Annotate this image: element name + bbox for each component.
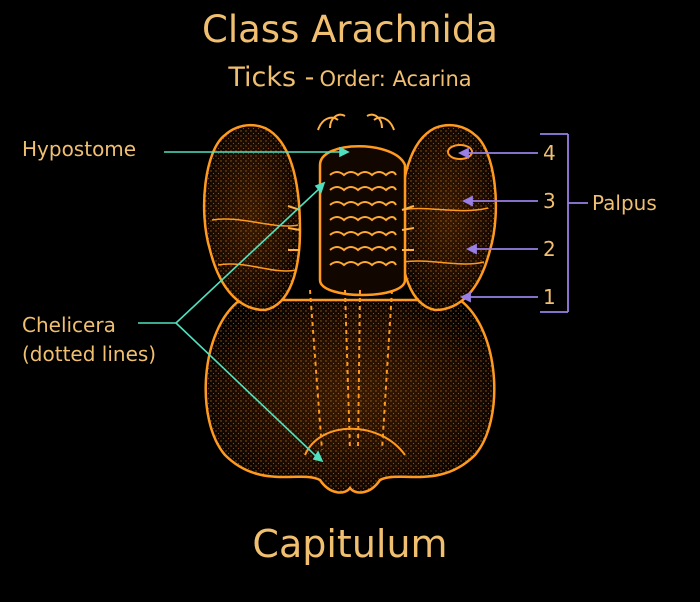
basis-capituli	[204, 298, 496, 494]
teal-leader-lines	[138, 146, 350, 463]
purple-palpus-bracket	[457, 133, 588, 313]
palpus-segment-3: 3	[543, 189, 556, 213]
label-palpus: Palpus	[592, 191, 657, 215]
diagram-subtitle: Ticks - Order: Acarina	[0, 62, 700, 93]
palpus-segment-2: 2	[543, 237, 556, 261]
diagram-caption: Capitulum	[252, 522, 448, 566]
palpus-segment-1: 1	[543, 285, 556, 309]
label-chelicera-note: (dotted lines)	[22, 342, 157, 366]
chelicerae-dotted	[309, 289, 393, 451]
hypostome	[318, 145, 407, 297]
spines	[287, 113, 415, 251]
subtitle-main: Ticks -	[228, 62, 315, 93]
palpus-segment-4: 4	[543, 141, 556, 165]
label-hypostome: Hypostome	[22, 137, 137, 161]
right-palpus	[398, 123, 498, 312]
left-palpus	[202, 123, 302, 312]
label-chelicera: Chelicera	[22, 313, 116, 337]
diagram-title: Class Arachnida	[202, 8, 498, 51]
subtitle-detail: Order: Acarina	[319, 67, 472, 91]
